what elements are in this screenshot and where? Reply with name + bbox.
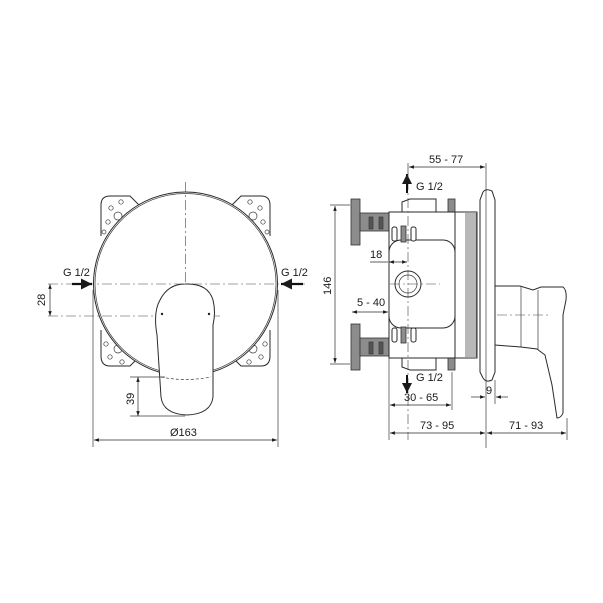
dim-39: 39 xyxy=(125,393,137,405)
dim-71-93: 71 - 93 xyxy=(509,420,543,432)
cover-plate-side xyxy=(479,189,496,382)
dim-28: 28 xyxy=(36,294,48,306)
dim-diameter: Ø163 xyxy=(170,427,197,439)
dim-30-65: 30 - 65 xyxy=(404,392,438,404)
dim-146: 146 xyxy=(322,277,334,295)
lever-handle xyxy=(155,283,215,416)
lever-handle-side xyxy=(494,285,567,419)
mounting-bracket-top-left xyxy=(100,195,141,236)
inlet-right-label: G 1/2 xyxy=(281,267,308,279)
front-view: G 1/2 G 1/2 28 39 Ø163 xyxy=(36,182,308,447)
dim-55-77: 55 - 77 xyxy=(429,154,463,166)
side-view: G 1/2 G 1/2 55 - 77 146 18 5 - 40 30 - 6… xyxy=(322,154,568,448)
dim-73-95: 73 - 95 xyxy=(420,420,454,432)
mounting-bracket-top-right xyxy=(230,195,271,236)
dim-18: 18 xyxy=(370,249,382,261)
dim-5-40: 5 - 40 xyxy=(357,297,385,309)
dim-9: 9 xyxy=(486,385,492,397)
outlet-top-label: G 1/2 xyxy=(416,181,443,193)
outlet-bottom-label: G 1/2 xyxy=(416,372,443,384)
inlet-left-label: G 1/2 xyxy=(63,267,90,279)
